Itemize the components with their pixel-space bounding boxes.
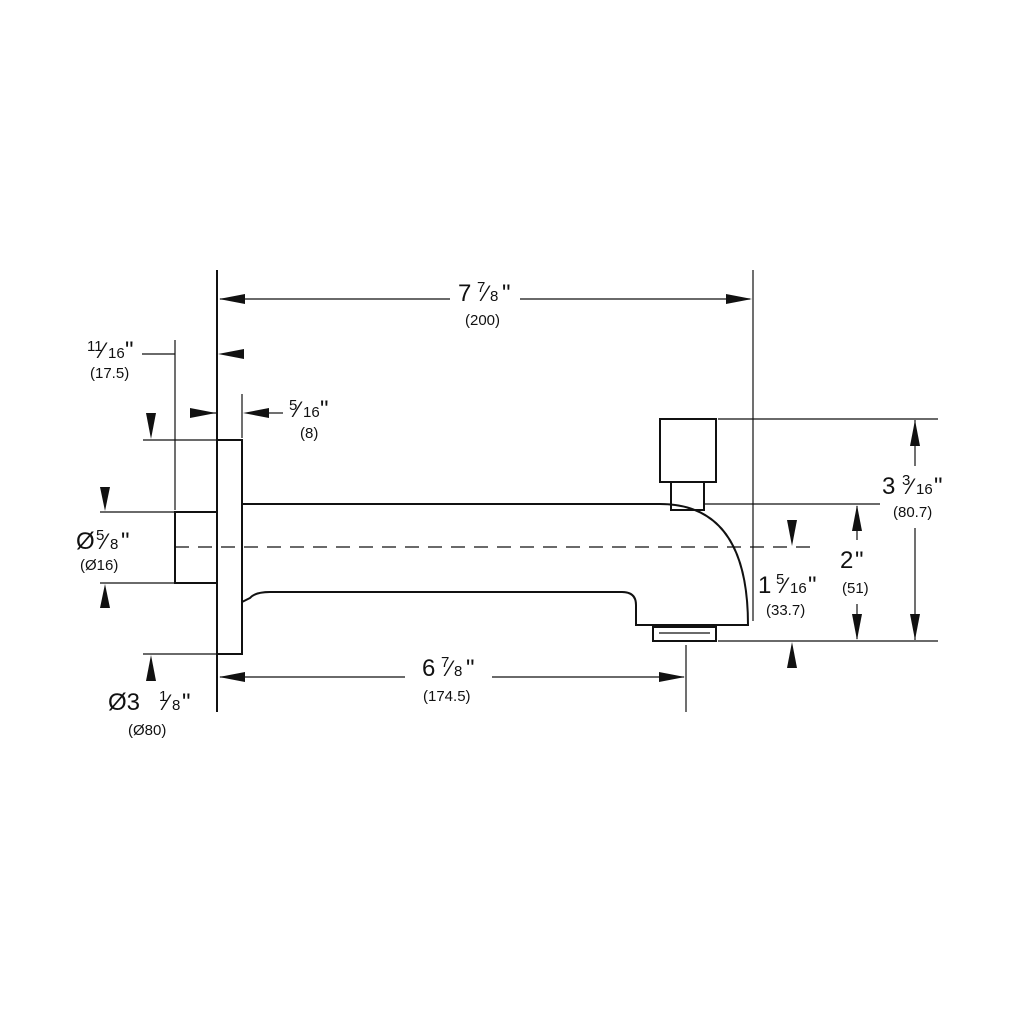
svg-text:(51): (51) (842, 580, 869, 597)
svg-text:16: 16 (303, 404, 320, 421)
svg-text:7: 7 (441, 654, 449, 671)
dim-label-spout-length: 6 7 ⁄ 8 " (174.5) (422, 654, 475, 705)
svg-text:": " (121, 528, 130, 555)
svg-text:5: 5 (289, 397, 297, 414)
dim-label-flange-diameter: Ø3 1 ⁄ 8 " (Ø80) (108, 688, 191, 739)
dim-label-flange-thickness: 5 ⁄ 16 " (8) (289, 396, 329, 442)
svg-text:5: 5 (776, 571, 784, 588)
diverter-knob (659, 418, 717, 483)
svg-text:": " (808, 572, 817, 599)
svg-text:2: 2 (840, 547, 853, 574)
svg-text:(17.5): (17.5) (90, 365, 129, 382)
svg-text:": " (320, 396, 329, 423)
diverter-stem (670, 481, 705, 511)
dim-label-overall-length: 7 7 ⁄ 8 " (200) (458, 279, 511, 329)
extension-lines (100, 270, 938, 712)
svg-text:16: 16 (790, 580, 807, 597)
svg-text:(Ø80): (Ø80) (128, 722, 166, 739)
svg-text:(33.7): (33.7) (766, 602, 805, 619)
svg-text:": " (125, 337, 134, 364)
svg-text:": " (466, 655, 475, 682)
svg-text:1: 1 (758, 572, 771, 599)
svg-text:(80.7): (80.7) (893, 504, 932, 521)
svg-text:": " (502, 280, 511, 307)
svg-text:8: 8 (490, 288, 498, 305)
svg-text:(Ø16): (Ø16) (80, 557, 118, 574)
svg-text:5: 5 (96, 527, 104, 544)
svg-text:8: 8 (172, 697, 180, 714)
svg-text:16: 16 (108, 345, 125, 362)
svg-text:": " (182, 689, 191, 716)
svg-text:(8): (8) (300, 425, 318, 442)
svg-text:3: 3 (902, 472, 910, 489)
svg-text:(200): (200) (465, 312, 500, 329)
svg-text:6: 6 (422, 655, 435, 682)
svg-text:7: 7 (477, 279, 485, 296)
svg-text:1: 1 (159, 688, 167, 705)
svg-text:3: 3 (882, 473, 895, 500)
svg-text:Ø: Ø (76, 528, 95, 555)
dim-label-outlet-drop: 1 5 ⁄ 16 " (33.7) (758, 571, 817, 619)
tub-spout-outline (174, 270, 810, 712)
svg-text:8: 8 (454, 663, 462, 680)
dim-label-overall-height: 3 3 ⁄ 16 " (80.7) (882, 472, 943, 521)
svg-text:11: 11 (87, 338, 103, 355)
svg-text:7: 7 (458, 280, 471, 307)
svg-text:Ø3: Ø3 (108, 689, 140, 716)
dimension-lines (100, 294, 920, 682)
spout-body (241, 503, 750, 626)
dim-label-pipe-projection: 11 ⁄ 16 " (17.5) (87, 337, 134, 382)
svg-text:8: 8 (110, 536, 118, 553)
dim-label-pipe-diameter: Ø 5 ⁄ 8 " (Ø16) (76, 527, 130, 574)
svg-text:(174.5): (174.5) (423, 688, 471, 705)
aerator-outlet (652, 626, 717, 642)
dim-label-spout-height: 2 " (51) (840, 547, 869, 597)
svg-text:": " (934, 473, 943, 500)
svg-text:": " (855, 547, 864, 574)
svg-text:16: 16 (916, 481, 933, 498)
